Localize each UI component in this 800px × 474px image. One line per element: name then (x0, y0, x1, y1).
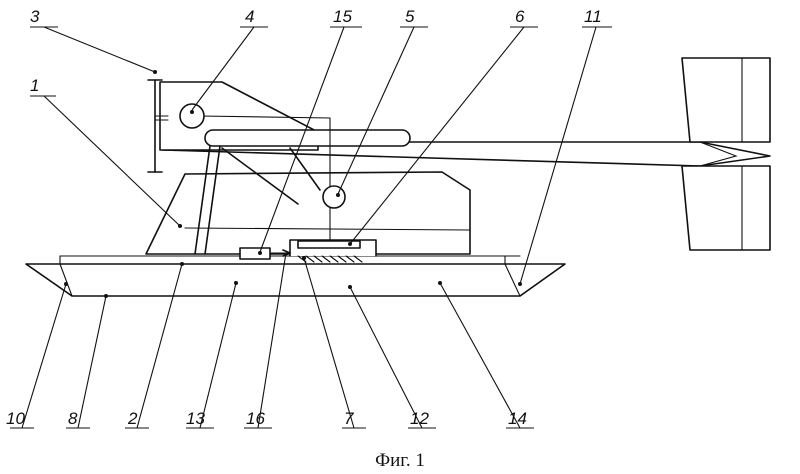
label-16: 16 (246, 409, 265, 428)
recess-assembly (239, 239, 377, 263)
pulley-5 (322, 185, 346, 209)
label-8: 8 (68, 409, 78, 428)
label-15: 15 (333, 7, 352, 26)
label-13: 13 (186, 409, 205, 428)
reference-numerals: 3 4 15 5 6 11 1 10 8 2 13 16 7 12 14 (6, 7, 602, 428)
pulley-4 (179, 103, 205, 129)
leader-lines (10, 26, 612, 429)
label-6: 6 (515, 7, 525, 26)
label-12: 12 (410, 409, 429, 428)
label-2: 2 (127, 409, 138, 428)
upper-frame (159, 81, 411, 255)
label-5: 5 (405, 7, 415, 26)
label-14: 14 (508, 409, 527, 428)
hull-body (145, 171, 471, 255)
tail-assembly (162, 57, 771, 251)
label-11: 11 (584, 7, 602, 26)
label-4: 4 (245, 7, 254, 26)
figure-caption: Фиг. 1 (375, 450, 425, 471)
label-3: 3 (30, 7, 40, 26)
label-10: 10 (6, 409, 25, 428)
float-pontoon (25, 255, 566, 297)
label-1: 1 (30, 76, 39, 95)
label-7: 7 (344, 409, 354, 428)
propeller (147, 79, 169, 173)
